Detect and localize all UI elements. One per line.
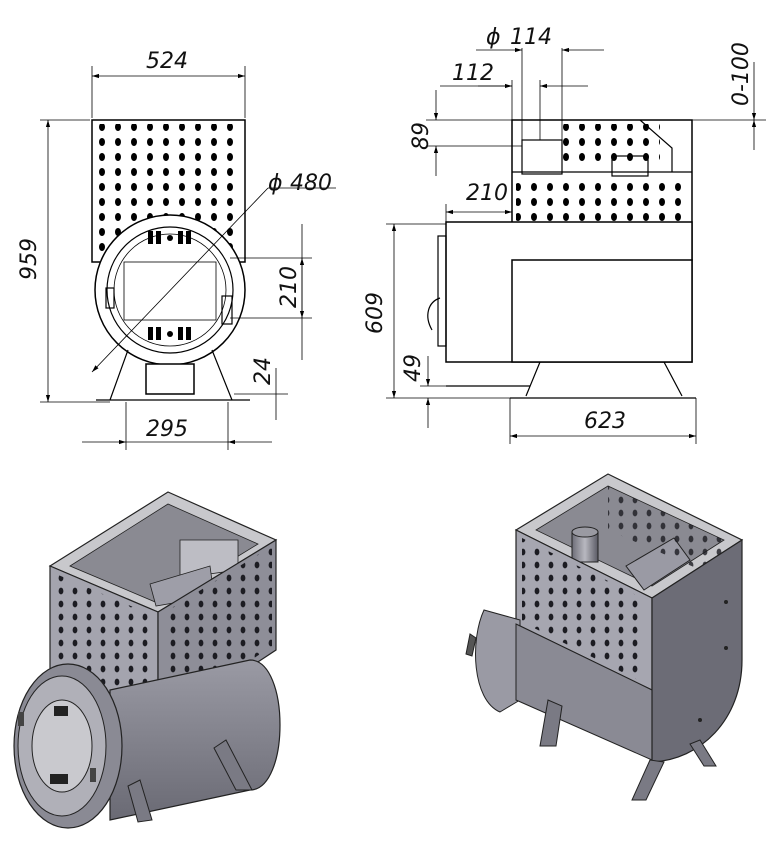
side-tank-cap (611, 155, 649, 177)
front-view: 524 959 ϕ 480 210 24 295 (17, 49, 336, 450)
dim-door-height: 210 (277, 266, 302, 308)
isometric-front-render (13, 491, 281, 829)
dim-front-depth: 210 (466, 181, 508, 206)
dim-adjust-range: 0-100 (729, 42, 754, 106)
dim-diameter-body: 480 (290, 171, 332, 196)
dim-diameter-symbol: ϕ (268, 171, 283, 196)
side-legs (525, 361, 683, 397)
dim-tank-height: 89 (409, 122, 434, 150)
side-door-profile (437, 235, 447, 347)
front-top-vent (148, 231, 191, 244)
front-glass-window (123, 261, 217, 321)
dim-base-width: 295 (146, 417, 188, 442)
front-door-ring (106, 226, 234, 354)
front-bottom-vent (148, 327, 191, 340)
dim-body-height: 609 (363, 292, 388, 334)
front-legs (109, 349, 233, 401)
dim-width-top: 524 (146, 49, 188, 74)
side-handle (427, 297, 441, 331)
dim-flue-offset: 112 (452, 61, 494, 86)
dim-leg-height: 49 (401, 354, 426, 382)
front-hinge (105, 287, 115, 309)
dim-foot-height: 24 (251, 357, 276, 385)
isometric-rear-render (465, 473, 744, 801)
dim-height-total: 959 (17, 238, 42, 280)
dim-flue-diameter-symbol: ϕ (486, 25, 501, 50)
side-lower-panel (511, 259, 693, 363)
dim-flue-diameter: 114 (510, 25, 552, 50)
dim-total-depth: 623 (584, 409, 626, 434)
side-flue-collar (521, 139, 563, 175)
side-tank-slope (639, 119, 673, 172)
front-ash-box (145, 363, 195, 395)
side-perforation-top (560, 124, 660, 168)
front-door-handle (221, 295, 233, 325)
side-view: ϕ 114 112 0-100 89 210 609 49 (363, 25, 766, 444)
